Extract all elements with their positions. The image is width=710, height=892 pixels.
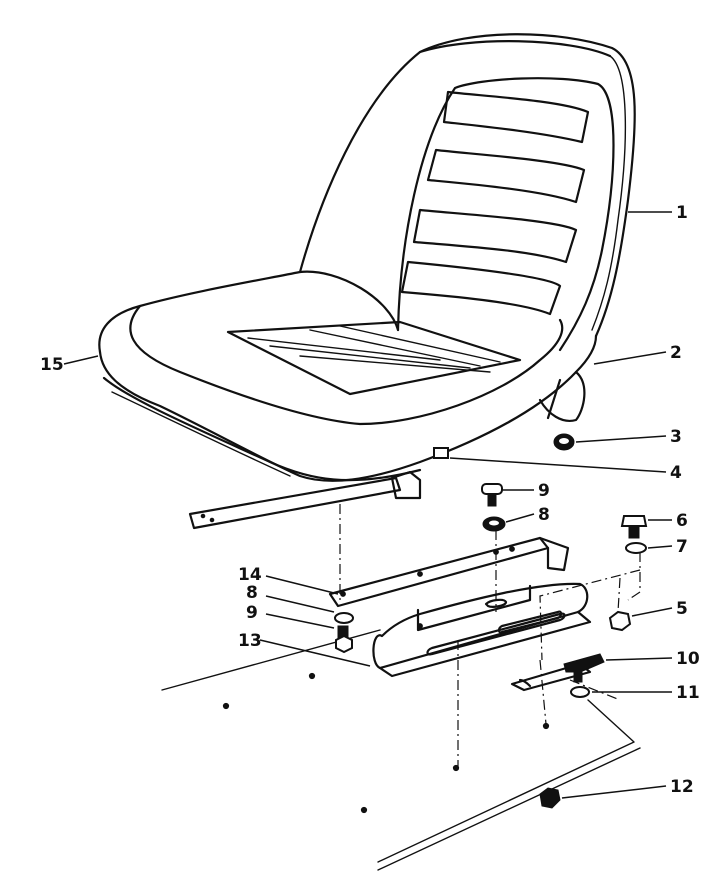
lock-washer-part-8-lower [334,612,354,624]
leader-lines [63,211,673,799]
bolt-part-9-upper [481,483,503,507]
assembly-lines [339,504,641,770]
nut-part-12 [539,787,561,809]
bolt-part-6 [620,515,648,539]
nut-part-5 [608,610,632,632]
callout-10: 10 [676,649,700,669]
callout-9-lower: 9 [246,603,258,623]
knob-part-10 [563,653,605,683]
callout-8-upper: 8 [538,505,550,525]
callout-3: 3 [670,427,682,447]
callout-15: 15 [40,355,64,375]
hardware [334,433,648,809]
grommet-part-3 [553,433,575,451]
nut-part-13 [335,634,353,654]
washer-part-7 [625,542,647,554]
callout-2: 2 [670,343,682,363]
callout-7: 7 [676,537,688,557]
callout-13: 13 [238,631,262,651]
clip-part-4 [433,447,449,459]
callout-8-lower: 8 [246,583,258,603]
callout-11: 11 [676,683,700,703]
seat-shell [98,33,636,482]
callout-9-upper: 9 [538,481,550,501]
callout-6: 6 [676,511,688,531]
callout-1: 1 [676,203,688,223]
base-frame [372,582,592,772]
lock-washer-part-8-upper [482,516,506,532]
slide-rail [328,536,570,608]
callout-12: 12 [670,777,694,797]
upper-seat-bracket [188,470,422,530]
callout-14: 14 [238,565,262,585]
callout-labels: 1 2 3 4 5 6 7 8 8 9 9 10 11 12 13 14 15 [40,203,700,797]
callout-4: 4 [670,463,682,483]
callout-5: 5 [676,599,688,619]
washer-part-11 [570,686,590,698]
